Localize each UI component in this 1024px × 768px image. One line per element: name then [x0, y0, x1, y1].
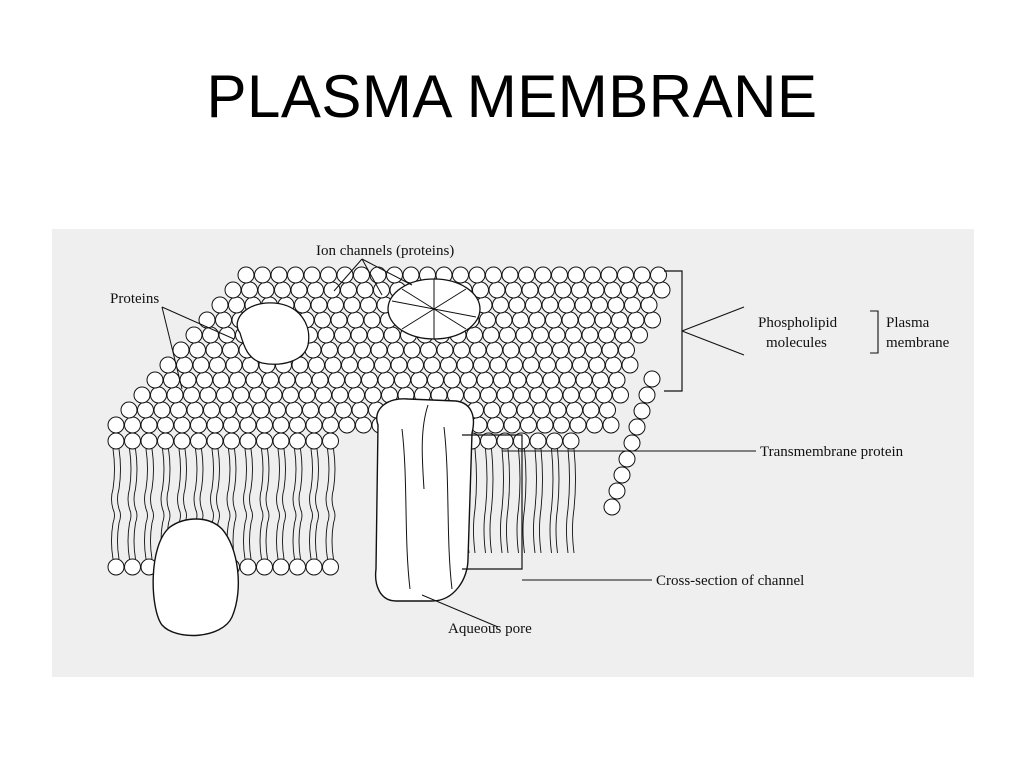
transmembrane-protein-label: Transmembrane protein	[760, 444, 904, 460]
globular-protein	[152, 518, 239, 637]
lipid-tails	[111, 448, 576, 560]
phospholipid-label-2: molecules	[766, 335, 827, 351]
proteins-label: Proteins	[110, 291, 159, 307]
channel-cross-section	[462, 434, 523, 570]
leader-lines	[161, 258, 756, 628]
membrane-diagram: Ion channels (proteins) Proteins Phospho…	[52, 229, 974, 677]
page-title: PLASMA MEMBRANE	[206, 63, 818, 130]
transmembrane-channel	[374, 398, 475, 602]
phospholipid-bracket	[664, 270, 879, 392]
ion-channel-top	[387, 278, 481, 340]
aqueous-pore-label: Aqueous pore	[448, 621, 532, 637]
cross-section-label: Cross-section of channel	[656, 573, 804, 589]
plasma-membrane-label-1: Plasma	[886, 315, 930, 331]
phospholipid-label-1: Phospholipid	[758, 315, 838, 331]
plasma-membrane-label-2: membrane	[886, 335, 950, 351]
ion-channels-label: Ion channels (proteins)	[316, 243, 454, 259]
embedded-protein	[236, 302, 310, 365]
membrane-illustration: Ion channels (proteins) Proteins Phospho…	[107, 243, 950, 637]
